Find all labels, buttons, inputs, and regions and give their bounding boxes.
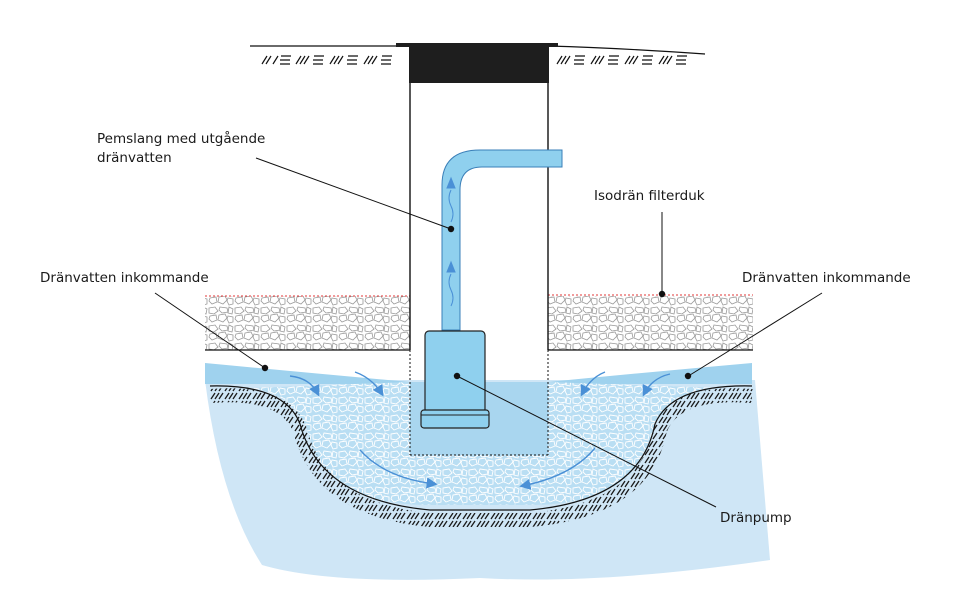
label-hose-line1: Pemslang med utgående: [97, 130, 265, 147]
label-filter: Isodrän filterduk: [594, 188, 705, 204]
hose-flow-arrows: [446, 176, 456, 307]
label-hose-line2: dränvatten: [97, 150, 172, 166]
leader-inflow-left: [154, 292, 266, 369]
leader-hose-dot: [447, 225, 455, 233]
label-inflow-left: Dränvatten inkommande: [40, 270, 209, 286]
label-inflow-right: Dränvatten inkommande: [742, 270, 911, 286]
soil-boundary-line: [209, 385, 753, 511]
leader-inflow-right: [689, 292, 823, 376]
well-lid-rim: [396, 43, 558, 47]
leader-hose: [255, 157, 452, 230]
gravel-flow-arrows: [289, 371, 671, 490]
water-surface-layer: [205, 363, 752, 384]
pump-base: [420, 409, 490, 429]
leader-filter-dot: [658, 290, 666, 298]
ground-hatching-right: [556, 55, 687, 65]
gravel-layer-left: [205, 296, 410, 350]
hose: [441, 149, 563, 331]
leader-inflow-left-dot: [261, 364, 269, 372]
gravel-layer-right: [548, 296, 753, 350]
ground-surface-right: [547, 45, 706, 55]
well-lid: [409, 46, 549, 83]
soil-boundary: [209, 388, 753, 527]
gravel-pit: [250, 382, 720, 505]
label-pump: Dränpump: [720, 510, 792, 526]
leader-inflow-right-dot: [684, 372, 692, 380]
pump-body: [424, 330, 486, 414]
ground-hatching-left: [261, 55, 392, 65]
leader-pump-dot: [453, 372, 461, 380]
leader-pump: [456, 375, 717, 508]
